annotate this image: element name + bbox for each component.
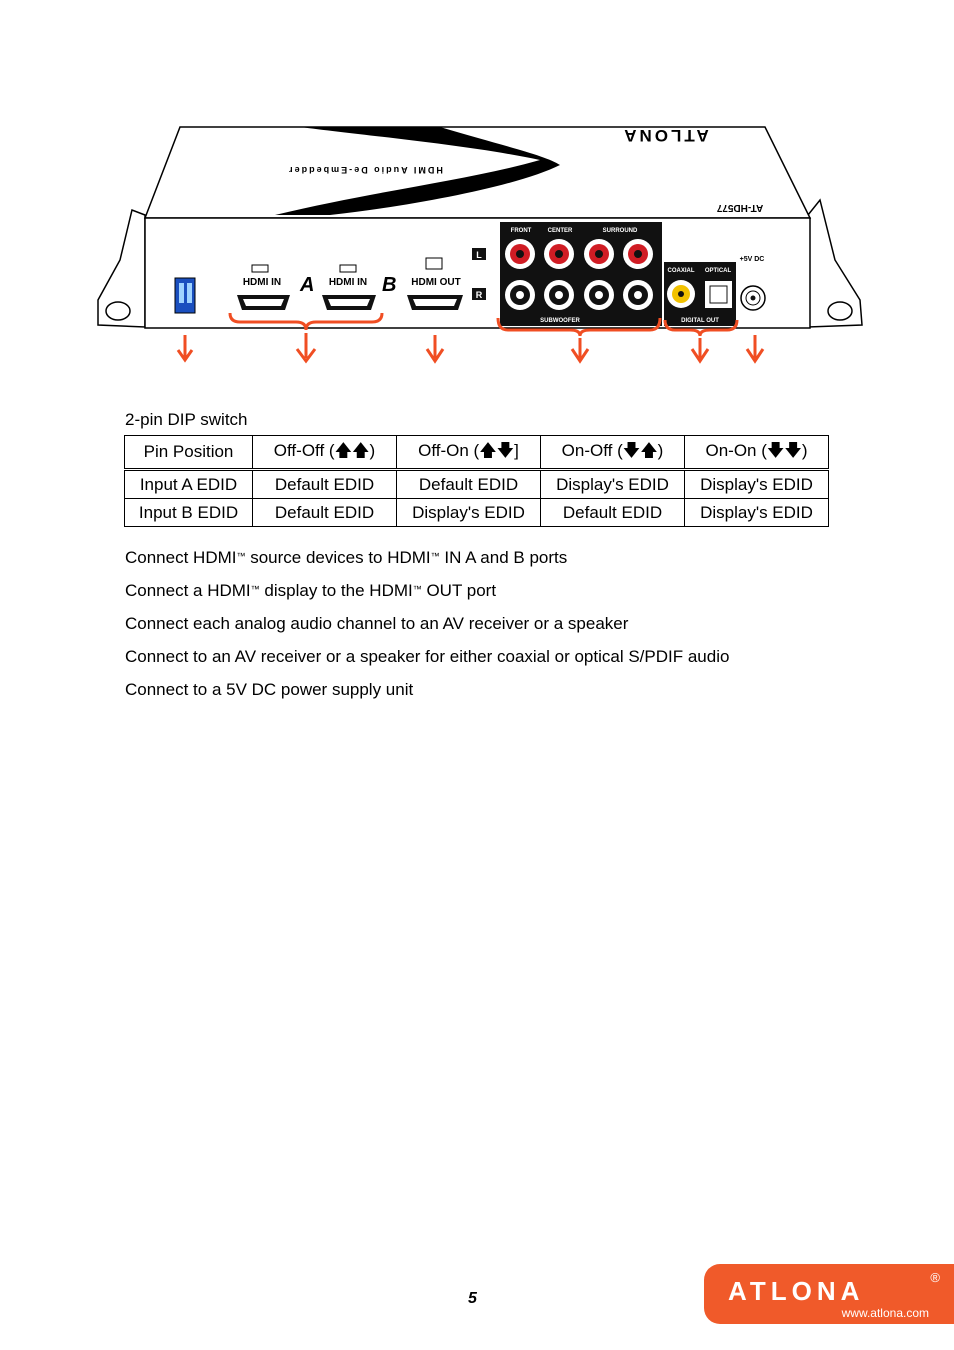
trademark-symbol: ™ bbox=[250, 584, 260, 594]
dip-pin-1 bbox=[179, 283, 184, 303]
hdmi-in-b-label: HDMI IN bbox=[329, 277, 367, 288]
arrow-digital bbox=[690, 338, 710, 364]
logo-url: www.atlona.com bbox=[841, 1306, 929, 1320]
table-cell: Input A EDID bbox=[124, 469, 253, 499]
arrow-hdmi-in bbox=[295, 333, 317, 364]
header-cell: On-Off (🡇🡅) bbox=[540, 435, 685, 471]
table-header-row: Pin Position Off-Off (🡅🡅) Off-On (🡅🡇] On… bbox=[124, 435, 829, 471]
table-cell: Default EDID bbox=[252, 498, 397, 527]
hdmi-out-label: HDMI OUT bbox=[411, 277, 460, 288]
product-name-label: HDMI Audio De-Embedder bbox=[287, 165, 443, 175]
hdmi-in-a-label: HDMI IN bbox=[243, 277, 281, 288]
instruction-hdmi-in: Connect HDMI™ source devices to HDMI™ IN… bbox=[125, 548, 568, 567]
header-cell: Pin Position bbox=[124, 435, 253, 471]
instruction-power: Connect to a 5V DC power supply unit bbox=[125, 680, 414, 699]
analog-audio-block bbox=[500, 222, 662, 326]
model-label: AT-HD577 bbox=[716, 202, 763, 213]
top-brand-label: ATLONA bbox=[621, 126, 709, 145]
hdmi-in-a-icon bbox=[251, 264, 269, 273]
left-channel-label: L bbox=[476, 250, 482, 260]
table-cell: Display's EDID bbox=[684, 469, 829, 499]
power-label: +5V DC bbox=[740, 256, 765, 263]
subwoofer-label: SUBWOOFER bbox=[540, 318, 580, 324]
table-cell: Default EDID bbox=[396, 469, 541, 499]
table-cell: Default EDID bbox=[540, 498, 685, 527]
dip-pin-2 bbox=[187, 283, 192, 303]
left-channel-marker bbox=[472, 248, 486, 260]
header-cell: Off-On (🡅🡇] bbox=[396, 435, 541, 471]
trademark-symbol: ™ bbox=[430, 551, 440, 561]
table-cell: Display's EDID bbox=[396, 498, 541, 527]
table-cell: Input B EDID bbox=[124, 498, 253, 527]
registered-icon: ® bbox=[930, 1270, 940, 1285]
left-mount-hole bbox=[105, 301, 131, 321]
swoosh-graphic bbox=[275, 127, 560, 215]
page-number: 5 bbox=[468, 1290, 477, 1307]
atlona-logo: ATLONA ® www.atlona.com bbox=[704, 1264, 954, 1324]
arrow-analog bbox=[570, 338, 590, 364]
dip-table: Pin Position Off-Off (🡅🡅) Off-On (🡅🡇] On… bbox=[124, 435, 829, 527]
right-mount-hole bbox=[827, 301, 853, 321]
arrow-power bbox=[745, 335, 765, 364]
front-label: FRONT bbox=[511, 228, 532, 234]
device-rear-panel-illustration: HDMI Audio De-Embedder ATLONA AT-HD577 H… bbox=[97, 126, 863, 364]
logo-wordmark: ATLONA bbox=[728, 1276, 865, 1306]
header-cell: On-On (🡇🡇) bbox=[684, 435, 829, 471]
optical-label: OPTICAL bbox=[705, 268, 732, 274]
trademark-symbol: ™ bbox=[236, 551, 246, 561]
dip-caption: 2-pin DIP switch bbox=[125, 410, 248, 429]
trademark-symbol: ™ bbox=[412, 584, 422, 594]
analog-bracket bbox=[496, 317, 662, 337]
right-channel-marker bbox=[472, 288, 486, 300]
hdmi-a-letter: A bbox=[299, 274, 314, 296]
arrow-hdmi-out bbox=[425, 335, 445, 364]
table-cell: Display's EDID bbox=[540, 469, 685, 499]
surround-label: SURROUND bbox=[603, 228, 638, 234]
center-label: CENTER bbox=[548, 228, 573, 234]
arrow-dip bbox=[176, 335, 194, 363]
hdmi-in-b-icon bbox=[339, 264, 357, 273]
digital-bracket bbox=[663, 319, 739, 337]
header-cell: Off-Off (🡅🡅) bbox=[252, 435, 397, 471]
hdmi-b-letter: B bbox=[382, 274, 396, 296]
digital-out-label: DIGITAL OUT bbox=[681, 318, 719, 324]
table-cell: Display's EDID bbox=[684, 498, 829, 527]
arrows bbox=[176, 333, 765, 364]
coaxial-label: COAXIAL bbox=[668, 268, 695, 274]
table-row: Input B EDID Default EDID Display's EDID… bbox=[124, 498, 829, 527]
rca-jacks bbox=[505, 239, 653, 310]
hdmi-in-bracket bbox=[228, 312, 384, 331]
instruction-digital: Connect to an AV receiver or a speaker f… bbox=[125, 647, 730, 666]
display-icon bbox=[425, 257, 443, 270]
table-cell: Default EDID bbox=[252, 469, 397, 499]
instruction-analog: Connect each analog audio channel to an … bbox=[125, 614, 629, 633]
instruction-hdmi-out: Connect a HDMI™ display to the HDMI™ OUT… bbox=[125, 581, 497, 600]
instruction-list: Connect HDMI™ source devices to HDMI™ IN… bbox=[125, 546, 729, 711]
table-row: Input A EDID Default EDID Default EDID D… bbox=[124, 469, 829, 499]
right-channel-label: R bbox=[476, 290, 483, 300]
